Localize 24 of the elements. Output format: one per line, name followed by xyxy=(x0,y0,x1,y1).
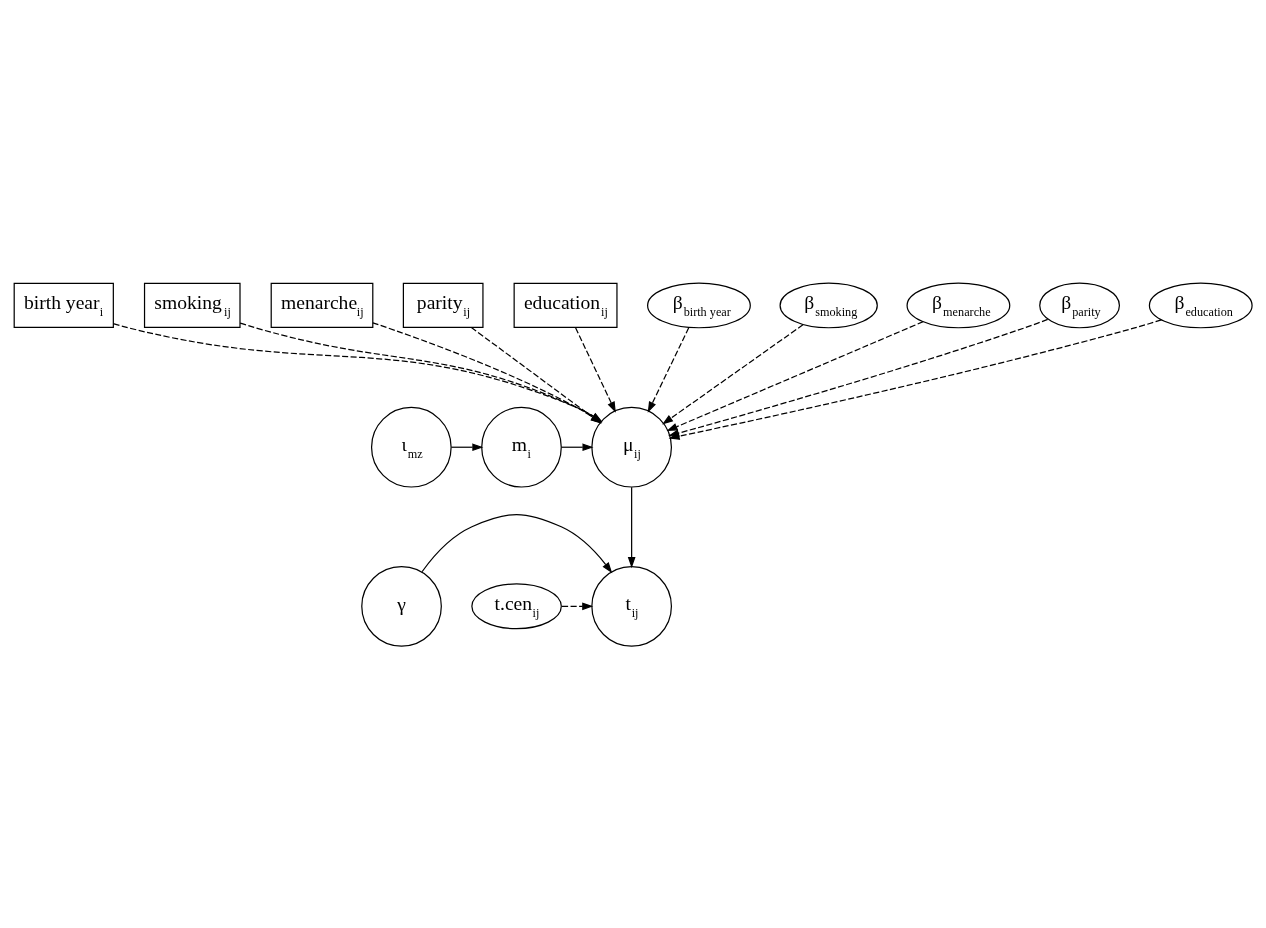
node-ellipse: β$_{parity}$ xyxy=(1039,281,1121,328)
node-circle: ι$_{mz}$ xyxy=(370,406,452,488)
node-circle: m$_{i}$ xyxy=(481,406,562,488)
node-box: education$_{ij}$ xyxy=(513,282,618,328)
arrow xyxy=(560,442,594,451)
node-circle: γ xyxy=(361,565,442,647)
node-ellipse: β$_{education}$ xyxy=(1148,281,1253,328)
node-ellipse: t.cen$_{ij}$ xyxy=(471,582,562,629)
arrow xyxy=(575,326,616,413)
arrow xyxy=(450,442,484,451)
arrow xyxy=(561,601,594,610)
arrow xyxy=(666,320,924,431)
node-box: parity$_{ij}$ xyxy=(402,282,484,328)
node-ellipse: β$_{menarche}$ xyxy=(906,281,1011,328)
arrow xyxy=(421,513,613,573)
node-ellipse: β$_{smoking}$ xyxy=(779,281,878,328)
node-box: menarche$_{ij}$ xyxy=(270,282,374,328)
arrow xyxy=(647,326,690,413)
arrow xyxy=(662,323,804,424)
arrow xyxy=(627,486,636,568)
node-box: smoking$_{ij}$ xyxy=(143,282,241,328)
node-circle: t$_{ij}$ xyxy=(591,565,673,647)
node-ellipse: β$_{birth year}$ xyxy=(647,281,751,328)
node-box: birth year$_{i}$ xyxy=(13,282,114,328)
